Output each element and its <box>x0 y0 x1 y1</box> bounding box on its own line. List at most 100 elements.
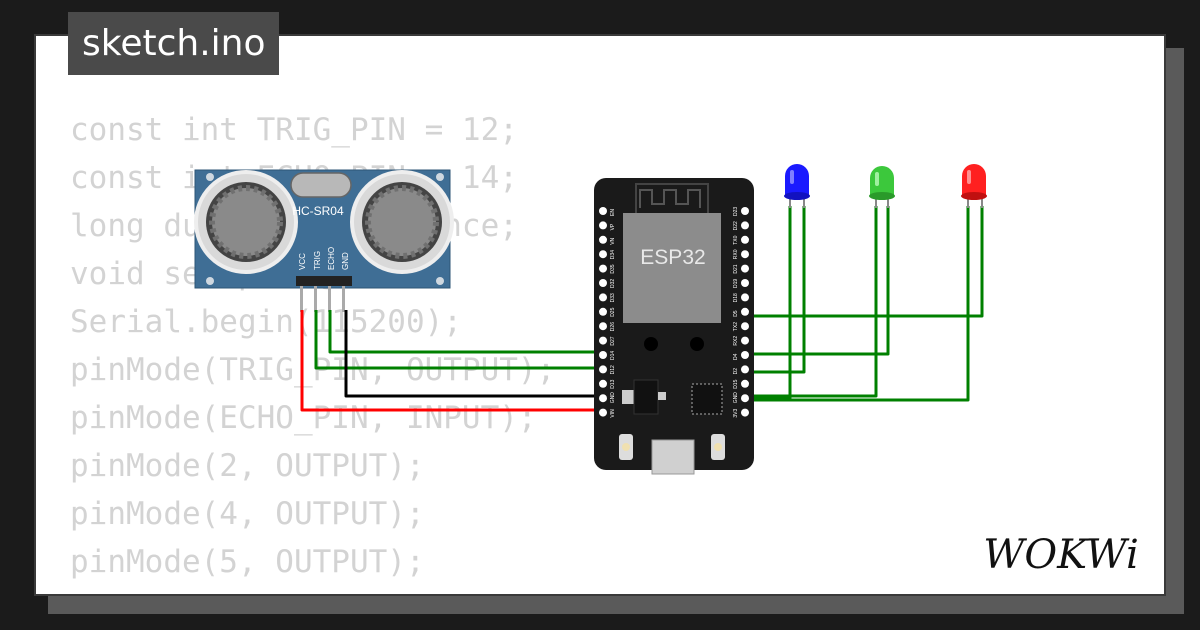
left-header-pins <box>599 207 607 417</box>
right-pin-label: D2 <box>733 368 739 375</box>
wire-power <box>300 310 602 412</box>
left-pin-label: GND <box>610 392 616 404</box>
left-pin[interactable] <box>599 221 607 230</box>
left-pin-label: D13 <box>610 379 616 388</box>
left-pin-label: VN <box>610 237 616 244</box>
wire-ground <box>344 310 602 398</box>
right-pin-label: D23 <box>733 207 739 216</box>
usb-port <box>651 439 695 475</box>
right-pin-label: D15 <box>733 379 739 388</box>
right-pin[interactable] <box>741 235 749 244</box>
right-pin[interactable] <box>741 279 749 287</box>
sensor-model-label: HC-SR04 <box>292 204 344 218</box>
right-pin[interactable] <box>741 336 749 345</box>
transducer-left <box>194 170 298 274</box>
sensor-pin-label: ECHO <box>327 247 336 270</box>
left-pin-label: D32 <box>610 279 616 288</box>
brand-name: WOKWi <box>983 534 1139 578</box>
left-pin-label: D34 <box>610 250 616 259</box>
right-pin-label: GND <box>733 392 739 404</box>
right-pin[interactable] <box>741 351 749 359</box>
left-pin-label: D12 <box>610 365 616 374</box>
led-green[interactable] <box>869 166 895 208</box>
left-pin[interactable] <box>599 365 607 374</box>
right-pin[interactable] <box>741 394 749 403</box>
code-line: pinMode(TRIG_PIN, OUTPUT); <box>70 352 556 388</box>
file-tab[interactable]: sketch.ino <box>68 12 280 75</box>
left-pin[interactable] <box>599 379 607 388</box>
wokwi-logo[interactable]: WOKWi <box>976 534 1146 578</box>
esp32-board[interactable]: ESP32 ENVPVND34D35D32D33D25D26D27D14D12D… <box>594 178 754 475</box>
right-pin-label: D18 <box>733 293 739 302</box>
right-header-pins <box>741 207 749 417</box>
sensor-pin-label: TRIG <box>313 251 322 270</box>
wire-led-green-gnd <box>744 206 878 398</box>
left-pin-label: D26 <box>610 322 616 331</box>
wires <box>300 206 984 412</box>
code-line: pinMode(4, OUTPUT); <box>70 496 425 532</box>
transducer-right <box>350 170 454 274</box>
right-pin-labels: D23D22TX0RX0D21D19D18D5TX2RX2D4D2D15GND3… <box>733 207 739 418</box>
sensor-pin-label: GND <box>341 252 350 270</box>
board-chip-label: ESP32 <box>640 246 705 269</box>
left-pin[interactable] <box>599 322 607 331</box>
wire-trig <box>314 310 602 370</box>
right-pin[interactable] <box>741 264 749 273</box>
right-pin-label: 3V3 <box>733 408 739 417</box>
left-pin-label: D14 <box>610 351 616 360</box>
wire-led-red-gnd <box>744 206 970 402</box>
wire-led-blue <box>744 206 806 374</box>
right-pin-label: RX0 <box>733 249 739 259</box>
right-pin-label: D4 <box>733 353 739 360</box>
right-pin[interactable] <box>741 322 749 331</box>
code-line: Serial.begin(115200); <box>70 304 462 340</box>
sensor-pin-label: VCC <box>298 253 307 270</box>
right-pin[interactable] <box>741 250 749 259</box>
right-pin-label: D22 <box>733 221 739 230</box>
right-pin[interactable] <box>741 221 749 230</box>
right-pin[interactable] <box>741 207 749 215</box>
code-line: pinMode(ECHO_PIN, INPUT); <box>70 400 537 436</box>
right-pin-label: D5 <box>733 310 739 317</box>
left-pin-label: D35 <box>610 264 616 273</box>
left-pin-label: D33 <box>610 293 616 302</box>
wire-echo <box>328 310 602 354</box>
wire-led-green <box>744 206 890 356</box>
left-pin[interactable] <box>599 264 607 273</box>
code-line: pinMode(5, OUTPUT); <box>70 544 425 580</box>
left-pin-label: VIN <box>610 409 616 418</box>
right-pin-label: RX2 <box>733 336 739 346</box>
left-pin-label: VP <box>610 223 616 230</box>
right-pin-label: TX0 <box>733 235 739 244</box>
left-pin[interactable] <box>599 336 607 345</box>
right-pin[interactable] <box>741 408 749 417</box>
right-pin[interactable] <box>741 307 749 316</box>
right-pin[interactable] <box>741 293 749 302</box>
left-pin[interactable] <box>599 408 607 417</box>
left-pin[interactable] <box>599 207 607 215</box>
left-pin[interactable] <box>599 351 607 359</box>
right-pin[interactable] <box>741 379 749 388</box>
left-pin-label: D25 <box>610 307 616 316</box>
code-line: pinMode(2, OUTPUT); <box>70 448 425 484</box>
right-pin-label: D19 <box>733 279 739 288</box>
left-pin[interactable] <box>599 279 607 287</box>
right-pin[interactable] <box>741 365 749 374</box>
ultrasonic-sensor[interactable]: HC-SR04 VCC TRIG ECHO GND <box>194 169 454 312</box>
left-pin[interactable] <box>599 250 607 259</box>
wire-led-red <box>744 206 984 318</box>
led-blue[interactable] <box>784 164 810 208</box>
left-pin-label: D27 <box>610 336 616 345</box>
wire-led-blue-gnd <box>744 206 792 400</box>
led-red[interactable] <box>961 164 987 208</box>
code-line: } <box>70 586 555 594</box>
left-pin[interactable] <box>599 394 607 403</box>
right-pin-label: TX2 <box>733 322 739 331</box>
left-pin[interactable] <box>599 293 607 302</box>
left-pin-label: EN <box>610 209 616 216</box>
code-line: const int TRIG_PIN = 12; <box>70 112 518 148</box>
left-pin[interactable] <box>599 235 607 244</box>
left-pin[interactable] <box>599 307 607 316</box>
